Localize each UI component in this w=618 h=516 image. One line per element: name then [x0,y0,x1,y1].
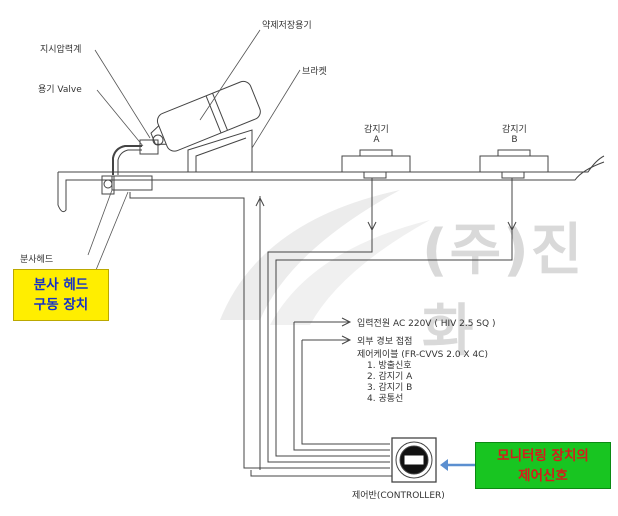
chemical-container [156,80,261,152]
label-detector-a: 감지기 A [364,125,389,145]
callout-spray-drive: 분사 헤드 구동 장치 [13,269,109,321]
label-valve: 용기 Valve [38,85,82,95]
label-controller: 제어반(CONTROLLER) [352,491,445,501]
label-spray-head: 분사헤드 [20,255,54,265]
signal-item: 2. 감지기 A [367,372,413,382]
signal-item: 4. 공통선 [367,394,404,404]
label-control-cable: 제어케이블 (FR-CVVS 2.0 X 4C) [357,350,488,360]
detector-b-body [479,155,549,173]
signal-item: 3. 감지기 B [367,383,413,393]
label-chemical-container: 약제저장용기 [262,21,312,31]
label-power-input: 입력전원 AC 220V ( HIV 2.5 SQ ) [357,319,496,329]
controller-box [391,437,437,483]
label-external-alarm: 외부 경보 접점 [357,337,413,347]
watermark-text: (주)진화 [422,218,585,364]
bracket [187,129,253,172]
detector-a-body [341,155,411,173]
pressure-gauge [152,134,164,146]
spray-head-block [111,175,153,191]
watermark-swoosh [220,190,430,325]
label-detector-b: 감지기 B [502,125,527,145]
ceiling-slab [58,155,605,173]
label-bracket: 브라켓 [302,67,327,77]
callout-monitoring-signal: 모니터링 장치의 제어신호 [475,442,611,489]
signal-list: 1. 방출신호 2. 감지기 A 3. 감지기 B 4. 공통선 [367,361,412,405]
label-pressure-gauge: 지시압력계 [40,45,82,55]
signal-item: 1. 방출신호 [367,361,412,371]
valve-body [139,139,159,155]
